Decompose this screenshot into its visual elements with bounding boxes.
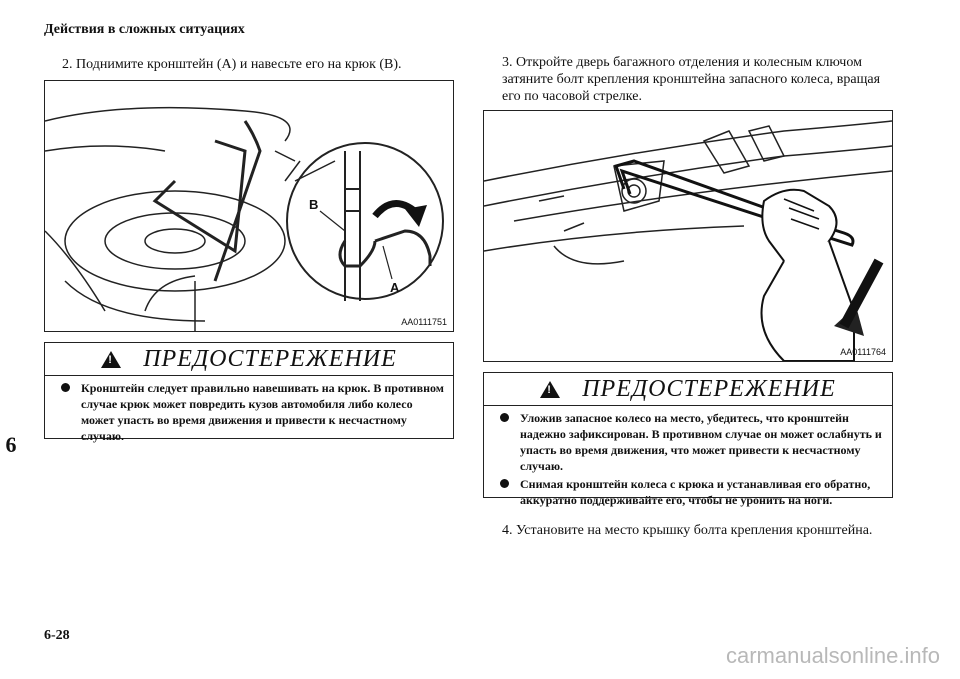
figure-bracket-hook: B A AA0111751 [44,80,454,332]
figure-code: AA0111751 [401,317,447,327]
figure-code: AA0111764 [840,347,886,357]
page-number: 6-28 [44,628,70,643]
label-a: A [390,280,400,295]
warning-item: Кронштейн следует правильно навешивать н… [61,381,444,443]
section-title: Действия в сложных ситуациях [44,22,245,37]
watermark: carmanualsonline.info [725,643,940,668]
warning-item: Снимая кронштейн колеса с крюка и устана… [500,476,884,508]
detail-callout [286,142,444,300]
step-2-text: 2. Поднимите кронштейн (A) и навесьте ег… [62,57,402,72]
warning-header: ! ПРЕДОСТЕРЕЖЕНИЕ [45,343,453,376]
warning-item: Уложив запасное колесо на место, убедите… [500,410,884,474]
warning-title: ПРЕДОСТЕРЕЖЕНИЕ [582,375,836,402]
label-b: B [309,197,318,212]
figure-wrench: AA0111764 [483,110,893,362]
step-3-text: 3. Откройте дверь багажного отделения и … [502,55,881,104]
bracket-hook-illustration: B A [45,106,444,331]
warning-box-2: ! ПРЕДОСТЕРЕЖЕНИЕ Уложив запасное колесо… [483,372,893,507]
warning-box-1: ! ПРЕДОСТЕРЕЖЕНИЕ Кронштейн следует прав… [44,342,454,443]
warning-title: ПРЕДОСТЕРЕЖЕНИЕ [143,345,397,372]
chapter-tab: 6 [5,432,17,457]
warning-header: ! ПРЕДОСТЕРЕЖЕНИЕ [484,373,892,406]
wrench-illustration [484,120,892,361]
warning-triangle-icon: ! [101,350,122,368]
warning-triangle-icon: ! [540,380,561,398]
step-4-text: 4. Установите на место крышку болта креп… [502,523,873,538]
